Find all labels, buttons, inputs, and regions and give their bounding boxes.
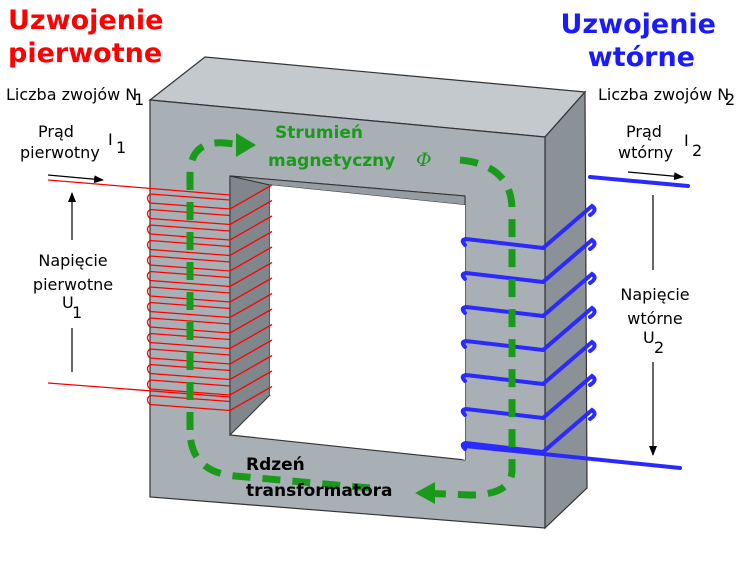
primary-coil-turn [146,199,273,226]
secondary-coil-turn [460,203,597,251]
primary-coil-turn [146,277,273,303]
primary-coil-turn [146,292,273,319]
primary-coil-turn [146,246,273,272]
secondary-current-line1: Prąd [626,122,662,141]
primary-turns-label: Liczba zwojów N [6,85,137,104]
secondary-voltage-sub: 2 [654,338,664,357]
primary-winding [47,179,273,412]
primary-current-line2: pierwotny [20,143,100,162]
primary-current-sub: 1 [116,138,126,157]
core-label-line1: Rdzeń [246,455,305,475]
flux-symbol: Φ [416,149,432,171]
primary-voltage-line2: pierwotne [33,275,113,294]
primary-turns-sub: 1 [134,90,144,109]
secondary-voltage-symbol: U [643,328,655,347]
secondary-lead-top [588,175,690,188]
primary-voltage-symbol: U [62,293,74,312]
secondary-winding [460,175,690,470]
secondary-title-line2: wtórne [588,42,695,73]
primary-coil-turn [146,323,273,350]
flux-arrow-bottom [415,482,435,504]
primary-current-arrow [47,174,104,184]
secondary-coil-turn [460,305,597,353]
primary-voltage-line1: Napięcie [38,251,107,270]
primary-coil-turn [146,370,273,396]
secondary-current-sub: 2 [692,141,702,160]
secondary-title: Uzwojenie [561,9,717,40]
primary-coil-turn [146,261,273,288]
primary-coil-turn [146,184,273,210]
secondary-current-line2: wtórny [618,143,673,162]
primary-current-symbol: I [108,130,113,149]
secondary-coil-turn [460,271,597,319]
primary-lead-bottom [47,382,231,398]
secondary-lead-bottom [463,444,682,470]
primary-title: Uzwojenie [8,5,164,36]
secondary-current-symbol: I [684,131,689,150]
primary-coil-turn [146,339,273,365]
primary-coil-turn [146,308,273,334]
secondary-turns-sub: 2 [725,90,735,109]
flux-label-line2: magnetyczny [268,151,395,171]
primary-lead-top [47,179,231,196]
secondary-current-arrow [627,171,684,181]
primary-coil-turn [146,230,273,257]
flux-arrow-top [236,133,256,157]
primary-coil-turn [146,215,273,241]
core-label-line2: transformatora [246,481,393,501]
core-window-inner-back [270,185,465,460]
primary-current-line1: Prąd [38,122,74,141]
secondary-voltage-line1: Napięcie [620,285,689,304]
secondary-coil-turn [460,339,597,387]
secondary-coil-turn [460,373,597,421]
secondary-turns-label: Liczba zwojów N [598,85,729,104]
primary-title-line2: pierwotne [8,38,162,69]
secondary-coil-turn [460,237,597,285]
secondary-coil-turn [460,407,597,455]
primary-voltage-sub: 1 [72,303,82,322]
flux-label-line1: Strumień [275,123,363,143]
primary-coil-turn [146,385,273,412]
magnetic-flux-path [186,139,516,499]
secondary-voltage-line2: wtórne [627,309,682,328]
primary-coil-turn [146,354,273,381]
